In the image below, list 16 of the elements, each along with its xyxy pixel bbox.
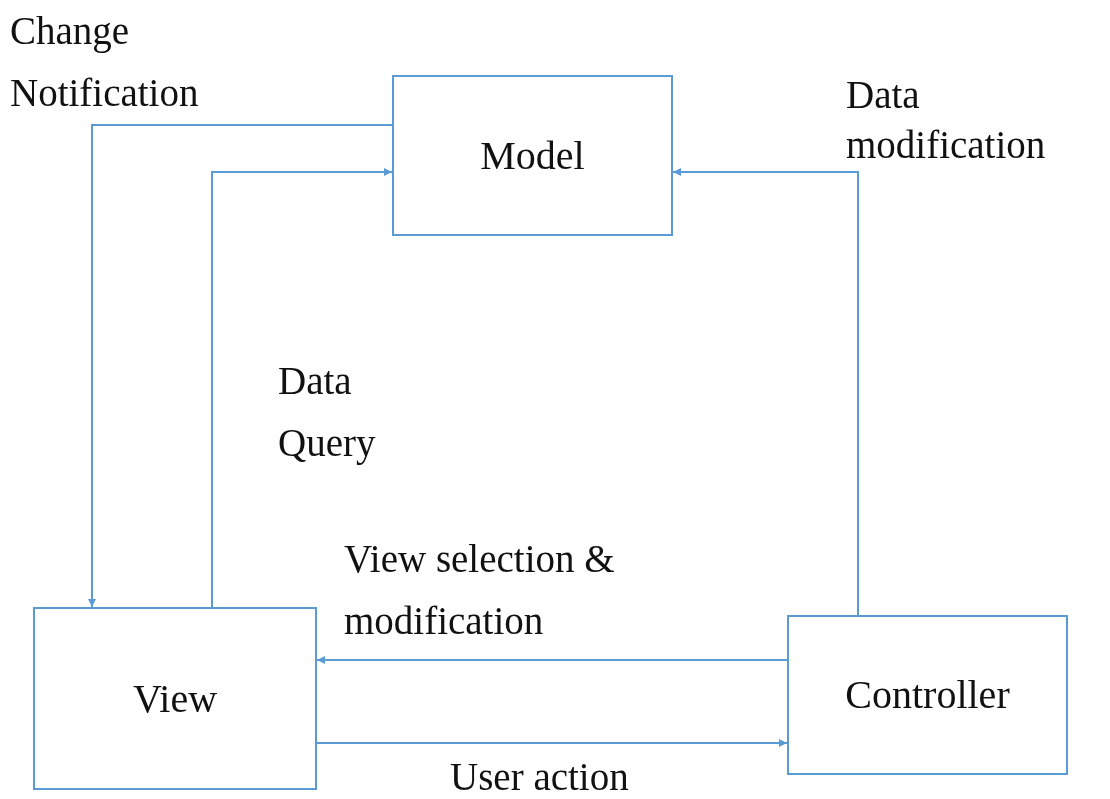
component-box: [33, 607, 317, 790]
arrow: [672, 168, 859, 616]
edge-label: User action: [450, 754, 630, 799]
component-name: Controller: [845, 673, 1010, 717]
component-box: [392, 75, 673, 236]
edge-label: View selection & modification: [344, 536, 616, 644]
arrow: [88, 124, 393, 608]
component-box: [787, 615, 1068, 775]
edge-label: Data modification: [846, 72, 1047, 168]
component-name: Model: [480, 133, 585, 178]
arrow: [211, 168, 393, 608]
edge-label: Change Notification: [10, 8, 200, 116]
edge-label: Data Query: [278, 358, 377, 467]
component-name: View: [132, 676, 218, 721]
arrow: [316, 739, 788, 747]
arrow: [316, 656, 788, 664]
